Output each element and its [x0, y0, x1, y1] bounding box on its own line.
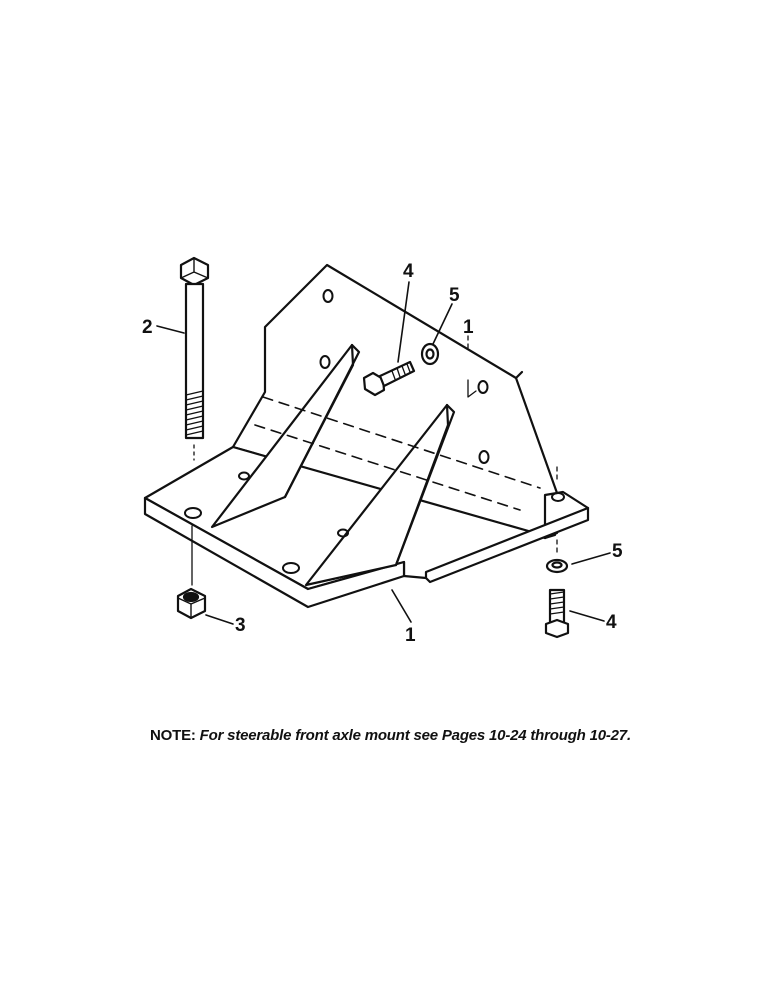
callout-part-1-upper: 1 — [463, 317, 474, 338]
callout-part-2: 2 — [142, 317, 153, 338]
callout-part-1-lower: 1 — [405, 625, 416, 646]
long-hex-bolt — [179, 256, 210, 586]
note-label: NOTE: — [150, 727, 196, 744]
bracket-base-right-edge — [424, 506, 590, 584]
diagram-note: NOTE: For steerable front axle mount see… — [150, 727, 750, 744]
mounting-holes — [184, 289, 565, 574]
short-bolt-lower — [544, 588, 570, 639]
washer-upper — [420, 342, 440, 366]
callout-part-3: 3 — [235, 615, 246, 636]
callout-part-5-lower: 5 — [612, 541, 623, 562]
leader-lines — [156, 281, 611, 625]
washer-lower — [545, 558, 569, 574]
callout-part-4-upper: 4 — [403, 261, 414, 282]
hex-nut — [176, 587, 207, 620]
short-bolt-upper — [362, 360, 416, 397]
bracket-base-front-edge — [143, 496, 406, 609]
note-text: For steerable front axle mount see Pages… — [199, 727, 631, 744]
left-gusset — [210, 343, 361, 529]
mount-bracket — [143, 263, 590, 609]
callout-part-4-lower: 4 — [606, 612, 617, 633]
right-gusset — [304, 403, 456, 587]
callout-part-5-upper: 5 — [449, 285, 460, 306]
